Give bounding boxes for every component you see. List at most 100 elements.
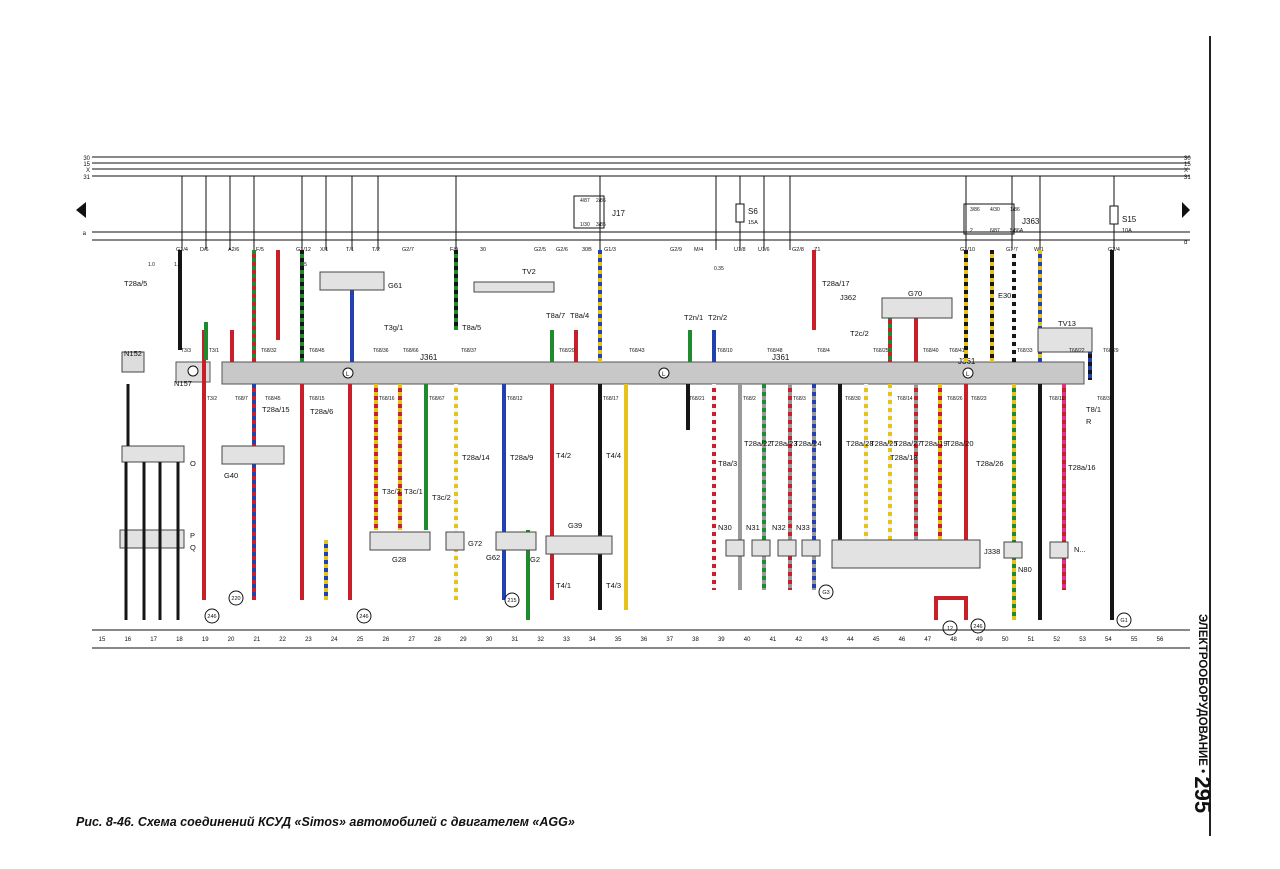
- component-label: G70: [908, 289, 922, 298]
- column-number: 15: [99, 637, 106, 643]
- component-label: N33: [796, 523, 810, 532]
- sensor-g61-box: [319, 271, 385, 291]
- injector-block-o: [121, 445, 185, 463]
- fuse-s6: [735, 203, 745, 223]
- injector-block-pq: [119, 529, 185, 549]
- ecu-pin-label: T68/23: [971, 396, 987, 402]
- rail-label-left: 30: [83, 156, 90, 162]
- ecu-j361-label: J361: [420, 353, 438, 362]
- ecu-pin-label: T68/30: [845, 396, 861, 402]
- sensor-g40-box: [221, 445, 285, 465]
- relay-pin: 4/87: [580, 198, 590, 204]
- sensor-g72-box: [445, 531, 465, 551]
- chapter-title: ЭЛЕКТРООБОРУДОВАНИЕ: [1196, 614, 1208, 766]
- ground-letter: L: [346, 372, 350, 378]
- top-connector-label: X/1: [320, 247, 328, 253]
- column-number: 27: [408, 637, 415, 643]
- ground-reference: [942, 620, 958, 636]
- top-connector-label: G2/7: [402, 247, 414, 253]
- ecu-pin-label: T3/1: [209, 348, 219, 354]
- ecu-pin-label: T68/45: [309, 348, 325, 354]
- column-number: 44: [847, 637, 854, 643]
- column-number: 29: [460, 637, 467, 643]
- sensor-g62-box: [495, 531, 537, 551]
- column-number: 48: [950, 637, 957, 643]
- column-number: 20: [228, 637, 235, 643]
- top-connector-label: D/6: [200, 247, 209, 253]
- component-label: T8a/4: [570, 311, 589, 320]
- fuse-s6-label: S6: [748, 207, 758, 216]
- top-connector-label: T/2: [372, 247, 380, 253]
- column-number: 21: [253, 637, 260, 643]
- component-label: T4/1: [556, 581, 571, 590]
- column-number: 35: [615, 637, 622, 643]
- rail-label-right: X: [1184, 168, 1188, 174]
- ecu-pin-label: T68/29: [1103, 348, 1119, 354]
- column-number: 26: [383, 637, 390, 643]
- sensor-g28-box: [369, 531, 431, 551]
- ecu-pin-label: T68/17: [603, 396, 619, 402]
- relay-pin: 2: [970, 228, 973, 234]
- component-label: T28a/17: [822, 279, 850, 288]
- rail-label-left: 31: [83, 175, 90, 181]
- ecu-pin-label: T68/26: [947, 396, 963, 402]
- relay-pin: 1/86: [1010, 207, 1020, 213]
- column-number: 24: [331, 637, 338, 643]
- top-connector-label: F/9: [450, 247, 458, 253]
- ground-letter: L: [966, 372, 970, 378]
- ecu-pin-label: T68/33: [1017, 348, 1033, 354]
- top-connector-label: U1/6: [758, 247, 770, 253]
- ground-reference-label: 12: [947, 626, 953, 632]
- ecu-pin-label: T68/45: [265, 396, 281, 402]
- column-number: 43: [821, 637, 828, 643]
- component-label: T8a/3: [718, 459, 737, 468]
- component-label: T28a/15: [262, 405, 290, 414]
- fuse-s15-rating: 10A: [1122, 228, 1132, 234]
- valve-n152-box: [121, 351, 145, 373]
- component-label: T2n/2: [708, 313, 727, 322]
- bus-a-label: a: [83, 231, 87, 237]
- component-label: G72: [468, 539, 482, 548]
- relay-j17-label: J17: [612, 209, 625, 218]
- column-number: 38: [692, 637, 699, 643]
- component-label: T28a/5: [124, 279, 147, 288]
- column-number: 17: [150, 637, 157, 643]
- column-number: 47: [924, 637, 931, 643]
- relay-pin: 3/85: [596, 222, 606, 228]
- ground-reference-label: 246: [207, 614, 216, 620]
- relay-pin: 3/86: [970, 207, 980, 213]
- ecu-pin-label: T68/2: [743, 396, 756, 402]
- ecu-pin-label: T68/40: [923, 348, 939, 354]
- column-number: 33: [563, 637, 570, 643]
- component-label: T28a/22: [744, 439, 772, 448]
- component-label: T28a/14: [462, 453, 490, 462]
- component-label: T28a/9: [510, 453, 533, 462]
- component-label: T28a/18: [890, 453, 918, 462]
- component-label: T4/3: [606, 581, 621, 590]
- top-connector-label: G2/9: [670, 247, 682, 253]
- component-label: N31: [746, 523, 760, 532]
- column-number: 25: [357, 637, 364, 643]
- component-label: T8a/5: [462, 323, 481, 332]
- component-label: T4/4: [606, 451, 621, 460]
- column-number: 45: [873, 637, 880, 643]
- component-label: T28a/24: [794, 439, 822, 448]
- column-number: 51: [1028, 637, 1035, 643]
- ecu-j361-label: J361: [772, 353, 790, 362]
- column-number: 54: [1105, 637, 1112, 643]
- component-label: N157: [174, 379, 192, 388]
- column-number: 16: [124, 637, 131, 643]
- component-label: G62: [486, 553, 500, 562]
- column-number: 34: [589, 637, 596, 643]
- component-label: E30: [998, 291, 1011, 300]
- column-number: 30: [486, 637, 493, 643]
- column-number: 53: [1079, 637, 1086, 643]
- ecu-pin-label: T68/12: [507, 396, 523, 402]
- top-connector-label: G2/6: [556, 247, 568, 253]
- component-label: TV2: [522, 267, 536, 276]
- relay-pin: 6/87: [990, 228, 1000, 234]
- rail-label-left: 15: [83, 162, 90, 168]
- ecu-pin-label: T68/48: [767, 348, 783, 354]
